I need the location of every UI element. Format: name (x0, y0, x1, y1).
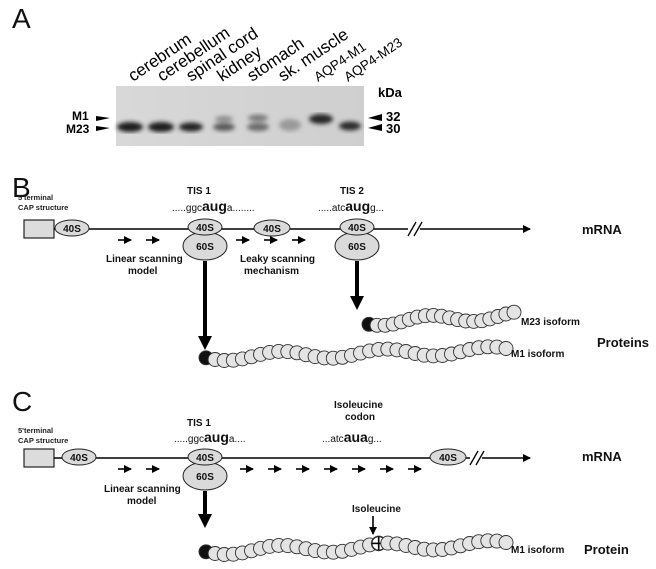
tis1-sequence: .....ggcauga........ (172, 198, 255, 214)
translation-arrow-tis1-head-icon (198, 336, 212, 350)
band-kidney-m23 (213, 123, 235, 131)
m23-protein-chain (361, 304, 522, 333)
isoleucine-codon-line2: codon (345, 412, 375, 423)
ribosome-40s-downstream (429, 448, 467, 466)
mrna-label-c: mRNA (582, 449, 622, 464)
band-aqp4-m23 (339, 121, 361, 131)
tis1-label-c: TIS 1 (187, 418, 211, 429)
tis2-label: TIS 2 (340, 186, 364, 197)
panel-b: B 5'terminal CAP structure mRNA 40S TIS … (12, 172, 649, 368)
tis2-sequence: .....atcaugg... (318, 198, 384, 214)
m23-pointer-icon (96, 126, 110, 131)
ribosome-60s-tis1-label: 60S (196, 242, 214, 253)
m1-protein-chain-c (198, 533, 514, 562)
linear-scanning-line2: model (128, 266, 158, 277)
m1-isoform-label-b: M1 isoform (511, 349, 564, 360)
panel-c-letter: C (12, 386, 32, 417)
ribosome-40s-cap-c (61, 448, 97, 466)
mrna-break-mark-2 (413, 221, 423, 237)
translation-arrow-tis2-head-icon (350, 296, 364, 310)
band-stomach-m23 (247, 123, 269, 131)
panel-a: A cerebrum cerebellum spinal cord kidney… (12, 3, 405, 146)
cap-label-line1: 5'terminal (18, 193, 53, 202)
linear-scanning-c-line1: Linear scanning (104, 484, 181, 495)
panel-c: C 5'terminal CAP structure mRNA 40S TIS … (12, 386, 629, 562)
cap-label-line2: CAP structure (18, 203, 68, 212)
ribosome-40s-tis1 (187, 218, 223, 236)
mrna-break-mark-c1 (469, 450, 479, 466)
translation-arrow-c-head-icon (198, 514, 212, 528)
mrna-break-mark-c2 (475, 450, 485, 466)
proteins-label: Proteins (597, 335, 649, 350)
kda-30: 30 (386, 121, 400, 136)
ribosome-60s-tis1-c-label: 60S (196, 472, 214, 483)
m1-protein-chain (198, 339, 514, 368)
cap-structure-box (23, 219, 55, 239)
amino-acid-bead-icon (498, 341, 514, 356)
ribosome-40s-tis2 (339, 218, 375, 236)
m1-pointer-icon (96, 116, 110, 121)
leaky-scanning-line1: Leaky scanning (240, 254, 315, 265)
band-kidney-m1 (215, 116, 233, 122)
band-cerebellum-m23 (148, 122, 174, 132)
ribosome-40s-tis1-c (187, 448, 223, 466)
mrna-label: mRNA (582, 222, 622, 237)
cap-label-line1-c: 5'terminal (18, 426, 53, 435)
amino-acid-bead-icon (506, 304, 522, 320)
tis1-label: TIS 1 (187, 186, 211, 197)
m1-isoform-label-c: M1 isoform (511, 545, 564, 556)
band-stomach-m1 (248, 114, 268, 122)
band-cerebrum-m23 (117, 122, 143, 132)
band-label-m1: M1 (72, 109, 89, 123)
linear-scanning-c-line2: model (127, 496, 157, 507)
tis1-sequence-c: .....ggcauga.... (174, 429, 246, 445)
band-label-m23: M23 (66, 122, 90, 136)
ribosome-40s-cap (54, 219, 90, 237)
ribosome-40s-tis2-label: 40S (348, 223, 366, 234)
protein-label: Protein (584, 542, 629, 557)
band-sk-muscle (279, 119, 301, 131)
cap-label-line2-c: CAP structure (18, 436, 68, 445)
kda32-pointer-icon (368, 114, 382, 121)
western-blot (116, 86, 364, 146)
isoleucine-codon-line1: Isoleucine (334, 400, 383, 411)
ribosome-40s-scanning-label: 40S (263, 224, 281, 235)
kda30-pointer-icon (368, 124, 382, 131)
ribosome-40s-tis1-c-label: 40S (196, 453, 214, 464)
band-aqp4-m1 (309, 114, 333, 124)
band-spinal-cord-m23 (179, 122, 203, 132)
isoleucine-sequence: ...atcauag... (322, 429, 382, 445)
kda-label: kDa (378, 85, 403, 100)
m23-isoform-label: M23 isoform (521, 317, 580, 328)
ribosome-60s-tis2-label: 60S (348, 242, 366, 253)
panel-a-letter: A (12, 3, 31, 34)
ribosome-40s-tis1-label: 40S (196, 223, 214, 234)
ribosome-40s-cap-label: 40S (63, 224, 81, 235)
panel-b-letter: B (12, 172, 31, 203)
linear-scanning-line1: Linear scanning (106, 254, 183, 265)
amino-acid-bead-icon (498, 535, 514, 550)
cap-structure-box-c (23, 448, 55, 468)
ribosome-40s-downstream-label: 40S (439, 453, 457, 464)
isoleucine-label: Isoleucine (352, 504, 401, 515)
lane-labels: cerebrum cerebellum spinal cord kidney s… (125, 23, 405, 85)
mrna-break-mark-1 (407, 221, 417, 237)
leaky-scanning-line2: mechanism (244, 266, 299, 277)
kda-32: 32 (386, 109, 400, 124)
ribosome-40s-cap-c-label: 40S (70, 453, 88, 464)
